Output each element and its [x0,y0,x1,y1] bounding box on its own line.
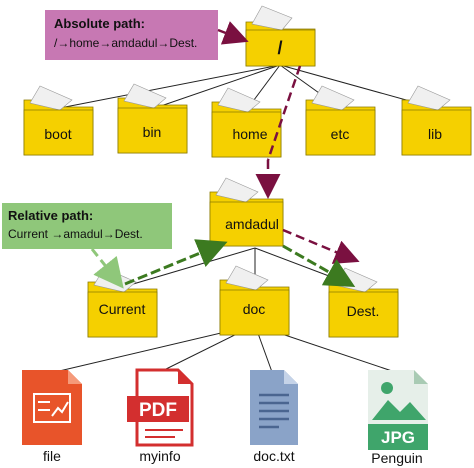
folder-lib[interactable]: lib [401,85,472,156]
file-label-file: file [43,448,61,464]
folder-doc[interactable]: doc [219,265,290,336]
relative-path-value: Current →amadul→Dest. [8,227,143,241]
folder-amdadul[interactable]: amdadul [209,177,284,247]
jpg-badge: JPG [381,428,415,447]
folder-bin[interactable]: bin [117,83,188,154]
pdf-file-icon[interactable]: PDF myinfo [127,368,194,464]
folder-home[interactable]: home [211,87,282,158]
folder-root[interactable]: / [245,5,316,67]
folder-etc[interactable]: etc [305,85,376,156]
folder-root-label: / [277,38,282,58]
file-label-penguin: Penguin [371,450,422,466]
folder-current-label: Current [99,301,146,317]
folder-dest-label: Dest. [347,303,380,319]
file-label-myinfo: myinfo [139,448,180,464]
relative-path-arrows [90,239,356,289]
folder-etc-label: etc [331,126,350,142]
pdf-badge: PDF [139,400,177,421]
folder-current[interactable]: Current [87,267,158,338]
folder-home-label: home [232,126,267,142]
text-file-icon[interactable]: doc.txt [250,370,298,464]
folder-boot[interactable]: boot [23,85,94,156]
relative-path-title: Relative path: [8,208,93,223]
folder-lib-label: lib [428,126,442,142]
relative-path-box: Relative path: Current →amadul→Dest. [2,203,172,249]
folder-amdadul-label: amdadul [225,216,279,232]
absolute-path-arrows [217,21,360,264]
file-label-doctxt: doc.txt [253,448,294,464]
folder-boot-label: boot [44,126,71,142]
absolute-path-value: /→home→amdadul→Dest. [54,36,197,50]
absolute-path-title: Absolute path: [54,16,145,31]
folder-bin-label: bin [143,124,162,140]
presentation-file-icon[interactable]: file [22,370,82,464]
folder-doc-label: doc [243,301,266,317]
image-file-icon[interactable]: JPG Penguin [368,370,428,466]
absolute-path-box: Absolute path: /→home→amdadul→Dest. [45,10,218,60]
